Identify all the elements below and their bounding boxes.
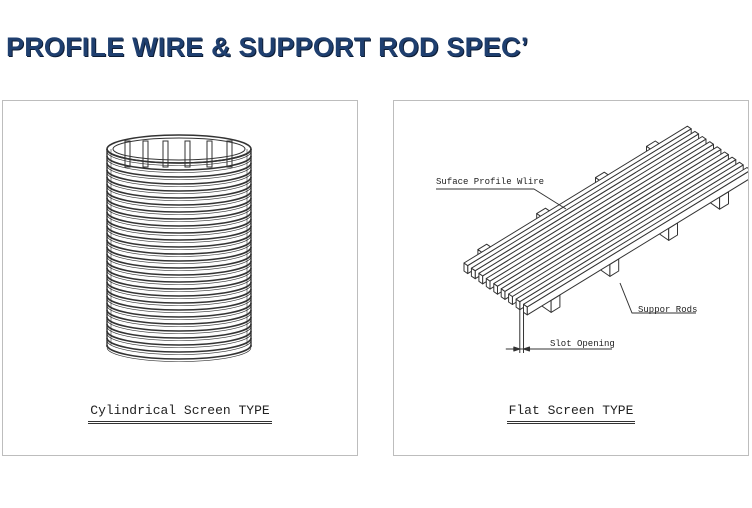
support-rod [142, 140, 149, 168]
wire-ring-edge [106, 242, 252, 257]
cylinder-drawing [106, 134, 252, 362]
wire-ring-edge [106, 333, 252, 348]
surface-profile-wire-label: Suface Profile Wlire [436, 177, 545, 187]
wire-ring [106, 260, 252, 276]
wire-ring-edge [106, 221, 252, 236]
wire-ring-edge [106, 284, 252, 299]
flat-screen-caption: Flat Screen TYPE [394, 403, 748, 424]
support-rod [162, 140, 169, 168]
wire-ring-edge [106, 186, 252, 201]
wire-ring-edge [106, 319, 252, 334]
wire-ring [106, 176, 252, 192]
wire-ring [106, 162, 252, 178]
slot-arrow-left [513, 346, 521, 352]
profile-wire-top [470, 130, 700, 272]
wire-ring [106, 155, 252, 171]
wire-ring-edge [106, 277, 252, 292]
profile-wire-top [485, 141, 714, 282]
support-rod [226, 140, 233, 168]
page-title: PROFILE WIRE & SUPPORT ROD SPEC’ [6, 32, 529, 62]
wire-ring-edge [106, 340, 252, 355]
wire-ring-edge [106, 347, 252, 362]
cylindrical-screen-caption: Cylindrical Screen TYPE [3, 403, 357, 424]
flat-screen-drawing [436, 125, 748, 353]
support-rods-label: Suppor Rods [638, 305, 698, 315]
profile-wire-top [508, 156, 737, 297]
wire-ring [106, 232, 252, 248]
wire-ring [106, 295, 252, 311]
wire-ring-edge [106, 312, 252, 327]
wire-ring [106, 197, 252, 213]
support-rod [124, 140, 131, 168]
wire-ring-edge [106, 263, 252, 278]
wire-ring [106, 225, 252, 241]
wire-ring [106, 323, 252, 339]
support-rod [206, 140, 213, 168]
wire-ring-edge [106, 291, 252, 306]
wire-ring [106, 169, 252, 185]
profile-wire-top [515, 161, 744, 303]
profile-wire-top [523, 167, 748, 308]
wire-ring-edge [106, 298, 252, 313]
wire-ring-edge [106, 200, 252, 215]
wire-ring [106, 204, 252, 220]
wire-ring-edge [106, 151, 252, 166]
cylinder-inner-rim [112, 137, 246, 161]
wire-ring [106, 274, 252, 290]
wire-ring-edge [106, 270, 252, 285]
wire-ring-edge [106, 235, 252, 250]
profile-wire-top [478, 136, 707, 277]
profile-wire-top [493, 146, 722, 287]
wire-ring-edge [106, 165, 252, 180]
wire-ring [106, 288, 252, 304]
wire-ring [106, 190, 252, 206]
profile-wire-top [463, 125, 692, 267]
surface-wire-leader [436, 188, 567, 210]
wire-ring [106, 183, 252, 199]
wire-ring-edge [106, 228, 252, 243]
wire-ring-edge [106, 326, 252, 341]
wire-ring-edge [106, 193, 252, 208]
wire-ring-edge [106, 179, 252, 194]
wire-ring-edge [106, 256, 252, 271]
wire-ring [106, 281, 252, 297]
wire-ring [106, 309, 252, 325]
wire-ring-edge [106, 207, 252, 222]
wire-ring-edge [106, 214, 252, 229]
wire-ring [106, 253, 252, 269]
wire-ring [106, 330, 252, 346]
cylindrical-screen-illustration [106, 134, 252, 362]
wire-ring [106, 267, 252, 283]
flat-screen-panel: Suface Profile Wlire Suppor Rods Slot Op… [393, 100, 749, 456]
wire-ring [106, 337, 252, 353]
support-rods-leader [619, 282, 696, 314]
wire-ring [106, 246, 252, 262]
wire-ring-edge [106, 172, 252, 187]
wire-ring [106, 218, 252, 234]
slot-arrow-right [523, 346, 531, 352]
support-rod [184, 140, 191, 168]
wire-ring [106, 239, 252, 255]
wire-ring [106, 211, 252, 227]
wire-ring [106, 302, 252, 318]
wire-ring-edge [106, 305, 252, 320]
slot-opening-label: Slot Opening [550, 339, 615, 349]
profile-wire-top [500, 151, 729, 292]
wire-ring-edge [106, 158, 252, 173]
wire-ring-edge [106, 249, 252, 264]
cylindrical-screen-panel: Cylindrical Screen TYPE [2, 100, 358, 456]
flat-screen-illustration [436, 125, 748, 353]
wire-ring [106, 316, 252, 332]
wire-ring [106, 344, 252, 360]
